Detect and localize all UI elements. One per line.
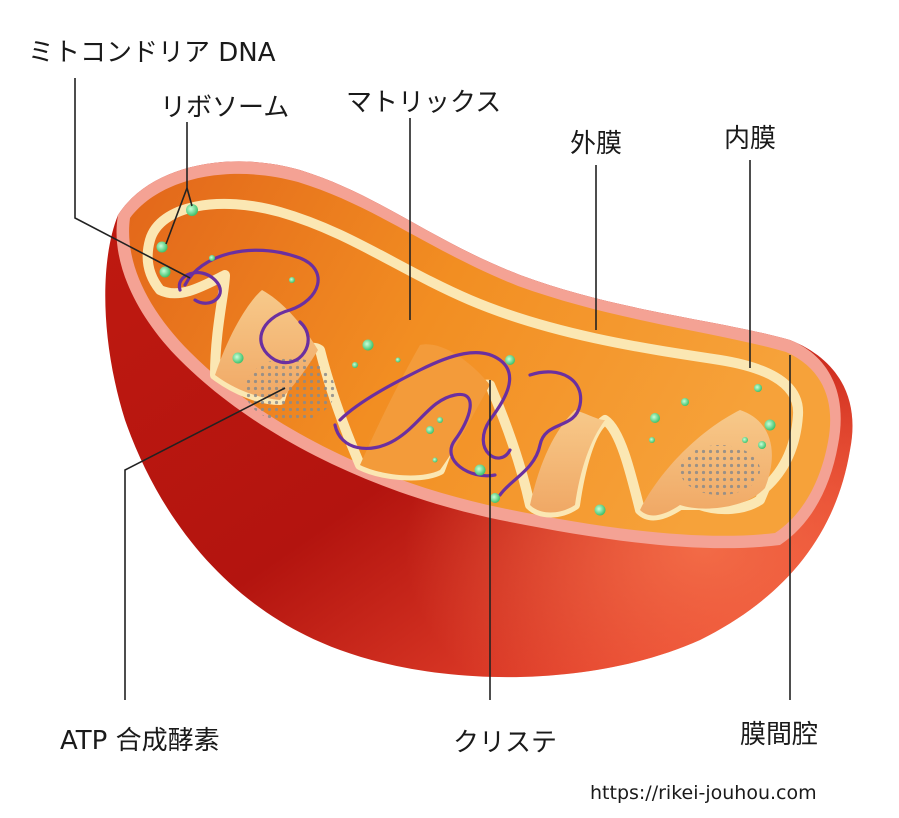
label-mitochondrial-dna: ミトコンドリア DNA: [28, 38, 276, 68]
label-matrix: マトリックス: [346, 88, 502, 118]
source-url: https://rikei-jouhou.com: [590, 782, 817, 804]
leader-atp: [124, 387, 286, 700]
label-outer-membrane: 外膜: [570, 129, 623, 159]
leader-lines: [74, 78, 791, 700]
label-intermembrane-space: 膜間腔: [740, 720, 819, 750]
label-atp-synthase: ATP 合成酵素: [60, 726, 220, 756]
label-ribosome: リボソーム: [160, 93, 290, 123]
leader-mt-dna: [74, 78, 191, 279]
ribosomes: [156, 204, 776, 516]
mitochondrial-dna: [177, 248, 583, 497]
label-cristae: クリステ: [453, 728, 558, 758]
label-inner-membrane: 内膜: [724, 124, 777, 154]
atp-synthase-particles: [245, 358, 760, 495]
